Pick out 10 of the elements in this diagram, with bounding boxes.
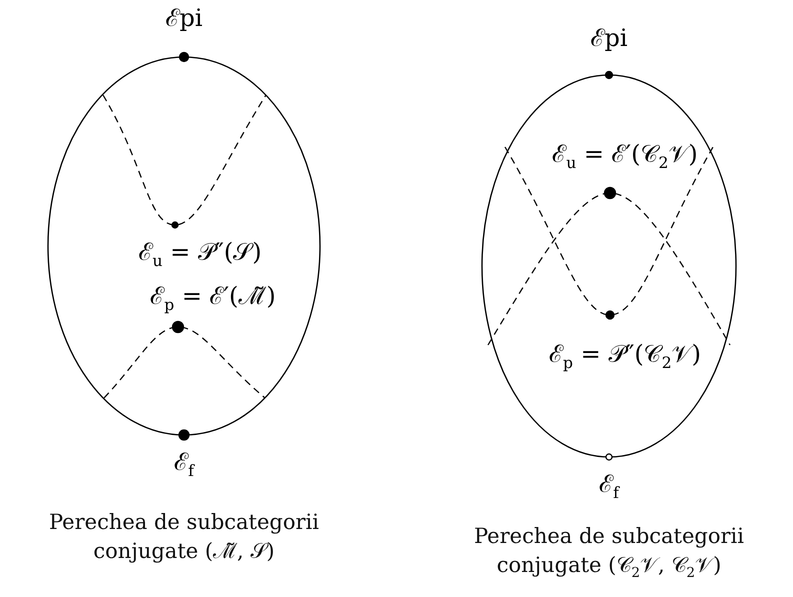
math-label: ℰ$_{f}$ [599, 470, 619, 504]
math-label: ℰ$_{u}$ = ℰ′(𝒞$_{2}$𝒱) [552, 140, 698, 174]
math-label: ℰ$_{u}$ = 𝒫″(𝒮) [138, 238, 262, 272]
math-label: ℰpi [590, 24, 628, 52]
math-label: ℰ$_{p}$ = 𝒫″(𝒞$_{2}$𝒱) [549, 340, 701, 374]
caption-text: Perechea de subcategorii conjugate (ℳ̃, 𝒮) [48, 509, 320, 565]
caption-text: Perechea de subcategorii conjugate (𝒞$_{2}$𝒱, 𝒞$_{2}$𝒱) [473, 523, 745, 584]
math-label: ℰ$_{p}$ = ℰ′(ℳ̃) [150, 282, 276, 316]
math-label: ℰpi [165, 4, 203, 32]
math-label: ℰ$_{f}$ [174, 448, 194, 482]
